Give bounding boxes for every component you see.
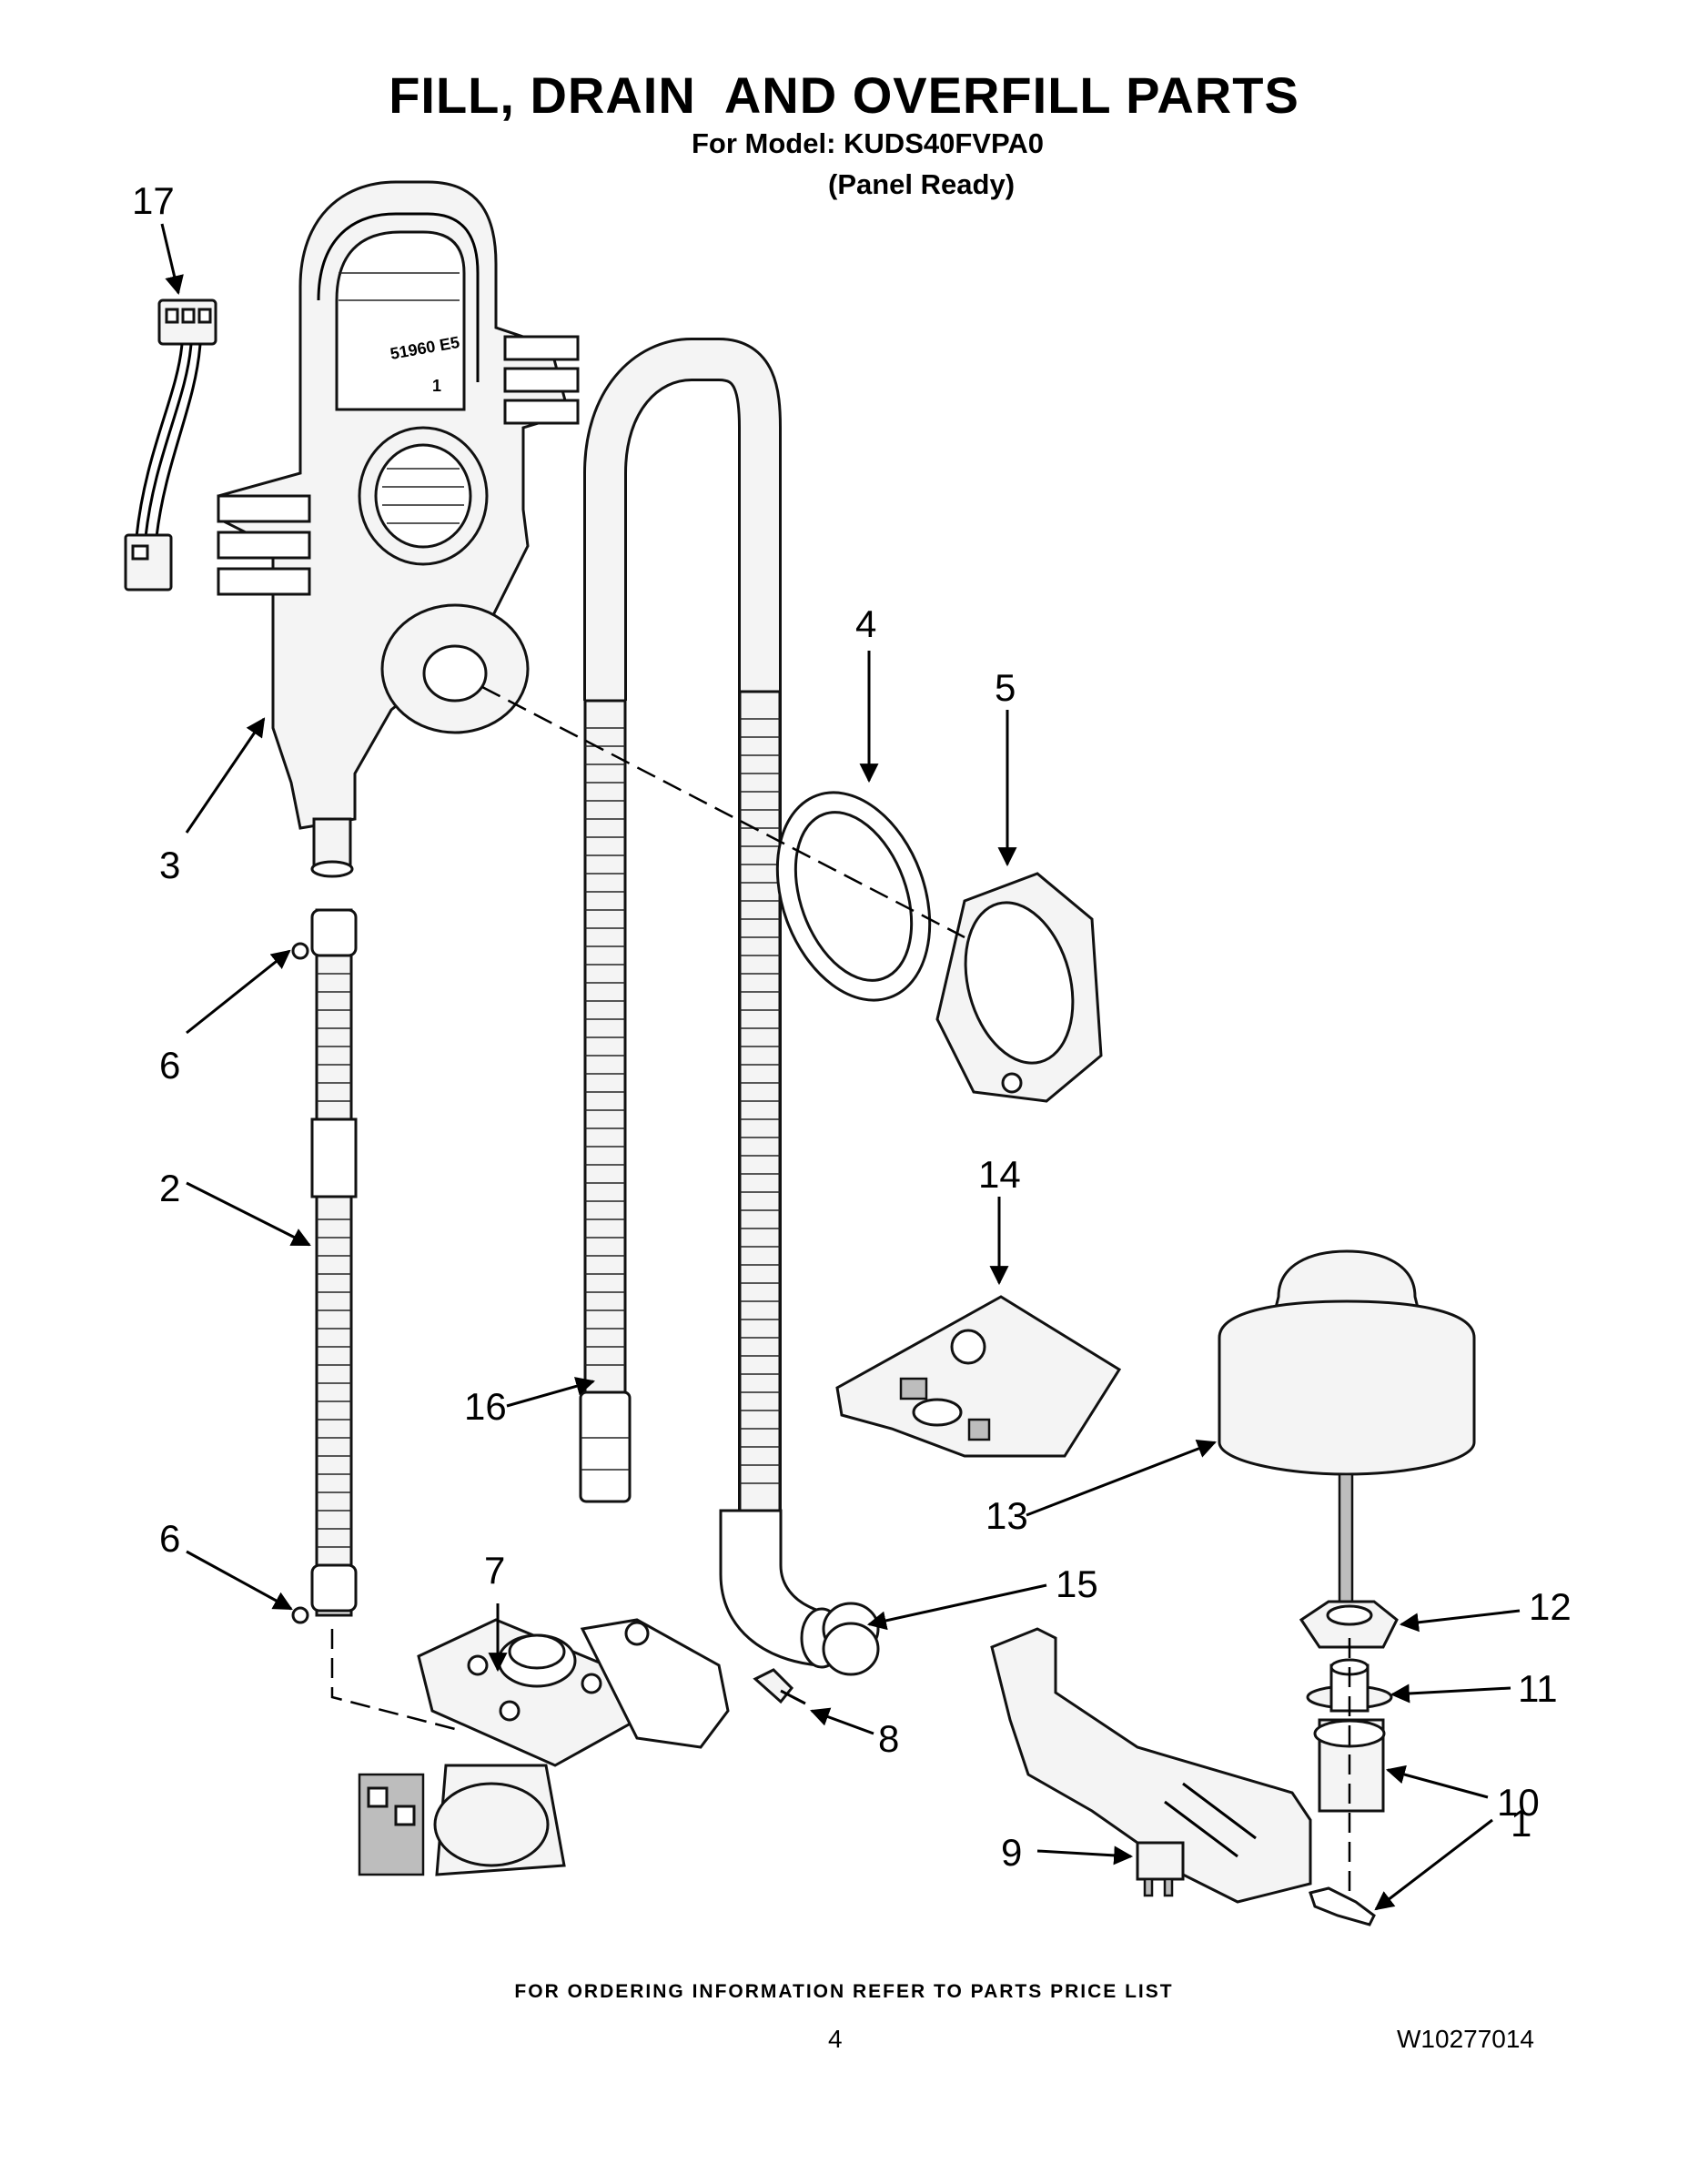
hose-clamp-15 [822, 1602, 880, 1676]
callout-1: 1 [1511, 1802, 1532, 1845]
alignment-dashed-line-lower [330, 1629, 456, 1731]
hex-nut-12 [1299, 1600, 1399, 1649]
callout-6-upper: 6 [159, 1044, 181, 1087]
alignment-dashed-line-upper [481, 685, 965, 939]
callout-13: 13 [986, 1494, 1028, 1537]
callout-4: 4 [855, 602, 877, 645]
document-number: W10277014 [1397, 2025, 1535, 2053]
callout-3: 3 [159, 844, 181, 886]
callout-8: 8 [878, 1717, 900, 1760]
callout-16: 16 [464, 1385, 507, 1428]
callout-12: 12 [1529, 1585, 1572, 1628]
fill-hose-2 [291, 908, 358, 1624]
hose-nut-5 [935, 872, 1103, 1103]
hardware-bag-14 [835, 1295, 1122, 1458]
drain-hose-16 [579, 338, 844, 1669]
page-title: FILL, DRAIN AND OVERFILL PARTS [389, 66, 1299, 124]
callout-10: 10 [1497, 1781, 1540, 1824]
callout-17: 17 [132, 179, 175, 222]
model-variant: (Panel Ready) [828, 168, 1016, 200]
ordering-note: FOR ORDERING INFORMATION REFER TO PARTS … [514, 1981, 1174, 2002]
wire-harness-17 [124, 298, 217, 592]
callout-2: 2 [159, 1167, 181, 1209]
callout-5: 5 [995, 666, 1016, 709]
callout-6-lower: 6 [159, 1517, 181, 1560]
float-13 [1218, 1249, 1476, 1617]
part-marking-text-2: 1 [432, 377, 441, 395]
callout-11: 11 [1518, 1667, 1558, 1710]
callout-14: 14 [978, 1153, 1021, 1196]
micro-switch-9 [1136, 1841, 1185, 1897]
page-number: 4 [828, 2025, 843, 2053]
callout-15: 15 [1056, 1562, 1098, 1605]
leader-lines [160, 223, 1521, 1911]
actuator-lever-1 [1309, 1886, 1376, 1926]
fill-manifold-3 [217, 180, 580, 878]
drain-pump-7 [358, 1618, 730, 1876]
gasket-ring-4 [775, 791, 932, 1002]
float-switch-housing-10 [990, 1627, 1386, 1904]
callout-9: 9 [1001, 1831, 1023, 1874]
model-line: For Model: KUDS40FVPA0 [692, 127, 1044, 159]
screw-8 [753, 1668, 806, 1705]
callout-7: 7 [484, 1549, 506, 1592]
